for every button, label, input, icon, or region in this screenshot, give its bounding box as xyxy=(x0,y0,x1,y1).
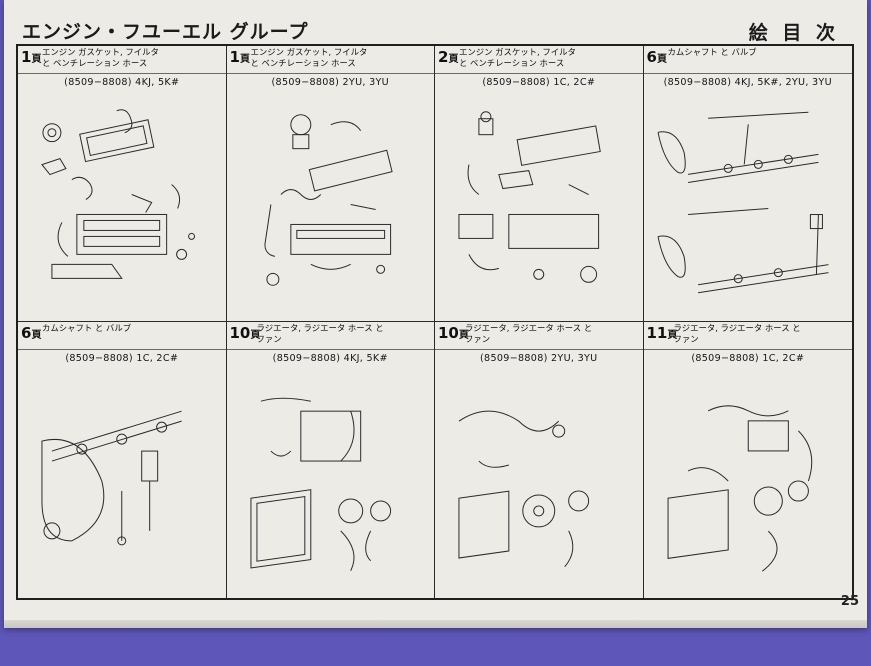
page-ref: 6頁 xyxy=(21,324,42,342)
group-title: エンジン・フユーエル グループ xyxy=(22,21,309,43)
cell-header: 1頁 エンジン ガスケット, フイルタ と ベンチレーション ホース xyxy=(18,46,226,74)
cell-header: 11頁 ラジエータ, ラジエータ ホース と ファン xyxy=(643,322,852,350)
page-ref: 2頁 xyxy=(438,48,459,66)
section-title: エンジン ガスケット, フイルタ と ベンチレーション ホース xyxy=(250,47,368,68)
model-range: (8509−8808) 4KJ, 5K# xyxy=(272,353,388,364)
model-range: (8509−8808) 1C, 2C# xyxy=(65,353,179,364)
index-cell[interactable]: 11頁 ラジエータ, ラジエータ ホース と ファン (8509−8808) 1… xyxy=(643,322,852,598)
model-range: (8509−8808) 1C, 2C# xyxy=(691,353,805,364)
index-cell[interactable]: 1頁 エンジン ガスケット, フイルタ と ベンチレーション ホース (8509… xyxy=(226,46,435,322)
parts-illustration xyxy=(439,368,639,594)
catalog-page: エンジン・フユーエル グループ 絵 目 次 1頁 エンジン ガスケット, フイル… xyxy=(4,0,867,628)
parts-illustration xyxy=(22,92,222,317)
page-ref: 1頁 xyxy=(21,48,42,66)
index-cell[interactable]: 2頁 エンジン ガスケット, フイルタ と ベンチレーション ホース (8509… xyxy=(435,46,644,322)
page-ref: 10頁 xyxy=(438,324,469,342)
model-range: (8509−8808) 2YU, 3YU xyxy=(271,77,389,88)
parts-illustration xyxy=(648,92,849,317)
section-title: カムシャフト と バルブ xyxy=(42,323,132,333)
index-title: 絵 目 次 xyxy=(748,22,839,44)
illustration-index-grid: 1頁 エンジン ガスケット, フイルタ と ベンチレーション ホース (8509… xyxy=(16,44,854,600)
cell-header: 1頁 エンジン ガスケット, フイルタ と ベンチレーション ホース xyxy=(226,46,434,74)
parts-illustration xyxy=(648,368,849,594)
cell-header: 2頁 エンジン ガスケット, フイルタ と ベンチレーション ホース xyxy=(435,46,643,74)
page-ref: 11頁 xyxy=(646,324,678,342)
model-range: (8509−8808) 4KJ, 5K#, 2YU, 3YU xyxy=(663,77,832,88)
section-title: エンジン ガスケット, フイルタ と ベンチレーション ホース xyxy=(42,47,159,68)
model-range: (8509−8808) 2YU, 3YU xyxy=(480,353,598,364)
section-title: カムシャフト と バルブ xyxy=(667,47,757,57)
page-ref: 1頁 xyxy=(229,48,250,66)
page-header: エンジン・フユーエル グループ 絵 目 次 xyxy=(4,0,867,44)
page-ref: 10頁 xyxy=(229,324,261,342)
section-title: ラジエータ, ラジエータ ホース と ファン xyxy=(256,323,384,344)
index-cell[interactable]: 10頁 ラジエータ, ラジエータ ホース と ファン (8509−8808) 4… xyxy=(226,322,435,598)
parts-illustration xyxy=(439,92,639,317)
index-cell[interactable]: 1頁 エンジン ガスケット, フイルタ と ベンチレーション ホース (8509… xyxy=(18,46,227,322)
cell-header: 10頁 ラジエータ, ラジエータ ホース と ファン xyxy=(435,322,643,350)
page-ref: 6頁 xyxy=(646,48,667,66)
section-title: エンジン ガスケット, フイルタ と ベンチレーション ホース xyxy=(459,47,576,68)
parts-illustration xyxy=(231,368,431,594)
cell-header: 6頁 カムシャフト と バルブ xyxy=(643,46,852,74)
section-title: ラジエータ, ラジエータ ホース と ファン xyxy=(465,323,593,344)
index-cell[interactable]: 10頁 ラジエータ, ラジエータ ホース と ファン (8509−8808) 2… xyxy=(435,322,644,598)
parts-illustration xyxy=(22,368,222,594)
index-cell[interactable]: 6頁 カムシャフト と バルブ (8509−8808) 4KJ, 5K#, 2Y… xyxy=(643,46,852,322)
page-number: 25 xyxy=(840,594,859,609)
index-cell[interactable]: 6頁 カムシャフト と バルブ (8509−8808) 1C, 2C# xyxy=(18,322,227,598)
cell-header: 10頁 ラジエータ, ラジエータ ホース と ファン xyxy=(226,322,434,350)
model-range: (8509−8808) 1C, 2C# xyxy=(482,77,596,88)
model-range: (8509−8808) 4KJ, 5K# xyxy=(64,77,180,88)
cell-header: 6頁 カムシャフト と バルブ xyxy=(18,322,226,350)
parts-illustration xyxy=(231,92,431,317)
page-edge xyxy=(4,620,867,628)
section-title: ラジエータ, ラジエータ ホース と ファン xyxy=(673,323,801,344)
